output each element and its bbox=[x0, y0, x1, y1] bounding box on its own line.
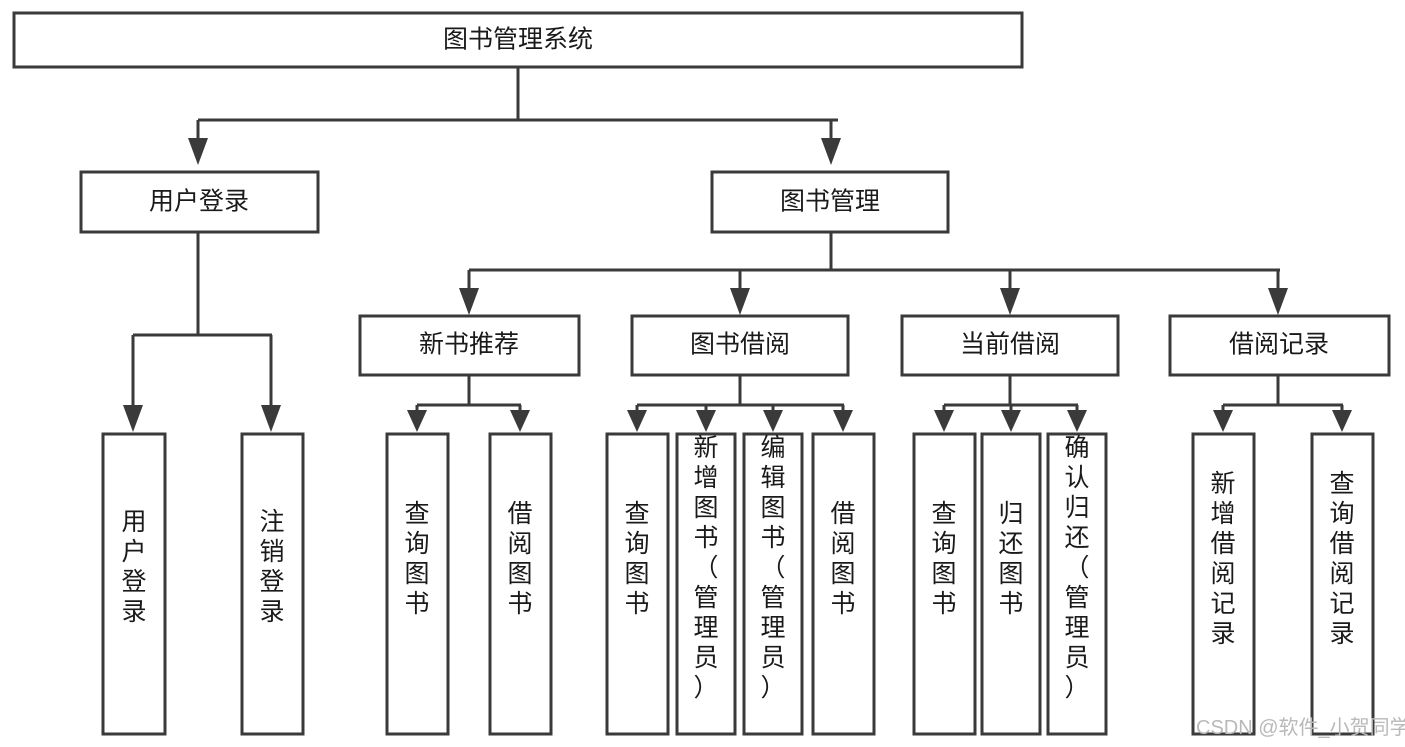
arrow-head-current bbox=[1000, 288, 1020, 315]
node-newbook[interactable]: 新书推荐 bbox=[358, 314, 581, 377]
node-bookmgmt-label: 图书管理 bbox=[780, 188, 880, 216]
arrow-head-newbook bbox=[459, 288, 479, 315]
node-leaf-5[interactable]: 查询图书 bbox=[605, 432, 670, 736]
arrow-head-leaf-12 bbox=[1213, 410, 1233, 432]
node-leaf-4-box[interactable] bbox=[488, 432, 553, 736]
node-leaf-7-box[interactable] bbox=[742, 432, 804, 736]
arrow-head-leaf-2 bbox=[261, 405, 281, 432]
node-current-box[interactable] bbox=[900, 314, 1120, 377]
node-leaf-10[interactable]: 归还图书 bbox=[980, 432, 1042, 736]
node-newbook-box[interactable] bbox=[358, 314, 581, 377]
arrow-head-leaf-10 bbox=[1001, 410, 1021, 432]
node-leaf-6-box[interactable] bbox=[675, 432, 737, 736]
node-bookmgmt-box[interactable] bbox=[710, 170, 950, 234]
node-bookmgmt[interactable]: 图书管理 bbox=[710, 170, 950, 234]
arrow-head-records bbox=[1268, 288, 1288, 315]
node-current[interactable]: 当前借阅 bbox=[900, 314, 1120, 377]
node-borrow-box[interactable] bbox=[630, 314, 850, 377]
node-leaf-5-box[interactable] bbox=[605, 432, 670, 736]
node-leaf-7[interactable]: 编辑图书（管理员） bbox=[742, 432, 804, 736]
arrow-head-bookmgmt bbox=[821, 138, 841, 165]
arrow-head-leaf-1 bbox=[123, 405, 143, 432]
arrow-head-leaf-6 bbox=[696, 410, 716, 432]
node-leaf-6-label: 新增图书（管理员） bbox=[693, 434, 718, 702]
arrow-head-leaf-3 bbox=[407, 410, 427, 432]
node-root-label: 图书管理系统 bbox=[443, 26, 593, 54]
node-leaf-2-box[interactable] bbox=[240, 432, 305, 736]
node-login-label: 用户登录 bbox=[149, 188, 249, 216]
node-leaf-10-label: 归还图书 bbox=[998, 500, 1023, 618]
node-leaf-1-box[interactable] bbox=[101, 432, 167, 736]
node-current-label: 当前借阅 bbox=[960, 331, 1060, 359]
node-leaf-5-label: 查询图书 bbox=[624, 500, 649, 618]
node-leaf-2-label: 注销登录 bbox=[259, 508, 284, 626]
node-leaf-9[interactable]: 查询图书 bbox=[912, 432, 977, 736]
node-leaf-10-box[interactable] bbox=[980, 432, 1042, 736]
node-leaf-3[interactable]: 查询图书 bbox=[385, 432, 450, 736]
node-leaf-12-label: 新增借阅记录 bbox=[1210, 470, 1235, 648]
node-leaf-13-label: 查询借阅记录 bbox=[1329, 470, 1354, 648]
node-leaf-1[interactable]: 用户登录 bbox=[101, 432, 167, 736]
node-newbook-label: 新书推荐 bbox=[419, 331, 519, 359]
node-leaf-13[interactable]: 查询借阅记录 bbox=[1310, 432, 1375, 736]
arrow-head-borrow bbox=[730, 288, 750, 315]
arrow-head-login bbox=[188, 138, 208, 165]
arrow-head-leaf-7 bbox=[763, 410, 783, 432]
node-leaf-4-label: 借阅图书 bbox=[507, 500, 532, 618]
arrow-head-leaf-8 bbox=[833, 410, 853, 432]
arrow-head-leaf-9 bbox=[934, 410, 954, 432]
node-leaf-2[interactable]: 注销登录 bbox=[240, 432, 305, 736]
node-leaf-8-label: 借阅图书 bbox=[830, 500, 855, 618]
node-leaf-6[interactable]: 新增图书（管理员） bbox=[675, 432, 737, 736]
arrow-head-leaf-5 bbox=[627, 410, 647, 432]
node-records-box[interactable] bbox=[1168, 314, 1391, 377]
node-root-box[interactable] bbox=[12, 11, 1024, 69]
node-borrow-label: 图书借阅 bbox=[690, 331, 790, 359]
node-leaf-3-label: 查询图书 bbox=[404, 500, 429, 618]
node-records[interactable]: 借阅记录 bbox=[1168, 314, 1391, 377]
arrow-head-leaf-4 bbox=[510, 410, 530, 432]
node-borrow[interactable]: 图书借阅 bbox=[630, 314, 850, 377]
node-leaf-7-label: 编辑图书（管理员） bbox=[760, 434, 785, 702]
node-leaf-8-box[interactable] bbox=[811, 432, 876, 736]
node-records-label: 借阅记录 bbox=[1229, 331, 1329, 359]
node-login-box[interactable] bbox=[79, 170, 320, 234]
node-root[interactable]: 图书管理系统 bbox=[12, 11, 1024, 69]
node-leaf-11[interactable]: 确认归还（管理员） bbox=[1046, 432, 1108, 736]
node-leaf-9-box[interactable] bbox=[912, 432, 977, 736]
node-leaf-9-label: 查询图书 bbox=[931, 500, 956, 618]
arrow-head-leaf-11 bbox=[1067, 410, 1087, 432]
node-leaf-12[interactable]: 新增借阅记录 bbox=[1191, 432, 1256, 736]
node-leaf-8[interactable]: 借阅图书 bbox=[811, 432, 876, 736]
node-leaf-4[interactable]: 借阅图书 bbox=[488, 432, 553, 736]
node-leaf-1-label: 用户登录 bbox=[121, 508, 146, 626]
csdn-watermark: CSDN @软件_小贺同学 bbox=[1196, 716, 1405, 739]
connector-layer bbox=[123, 67, 1352, 432]
node-leaf-13-box[interactable] bbox=[1310, 432, 1375, 736]
node-leaf-11-label: 确认归还（管理员） bbox=[1064, 434, 1089, 702]
arrow-head-leaf-13 bbox=[1332, 410, 1352, 432]
node-leaf-12-box[interactable] bbox=[1191, 432, 1256, 736]
node-leaf-11-box[interactable] bbox=[1046, 432, 1108, 736]
node-login[interactable]: 用户登录 bbox=[79, 170, 320, 234]
node-leaf-3-box[interactable] bbox=[385, 432, 450, 736]
